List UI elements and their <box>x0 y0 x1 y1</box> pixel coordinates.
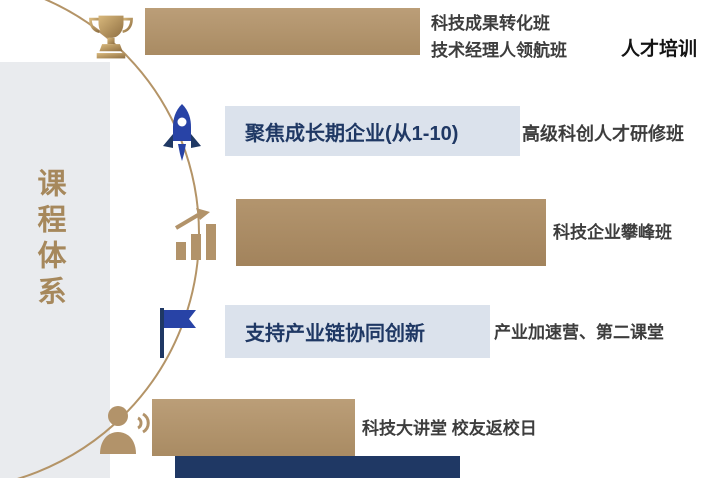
row1-bar <box>145 8 420 55</box>
row1-category-label: 人才培训 <box>621 39 698 60</box>
row2-bar: 聚焦成长期企业(从1-10) <box>225 106 520 156</box>
row5-bar <box>152 399 355 456</box>
row4-side-label: 产业加速营、第二课堂 <box>494 323 664 342</box>
bottom-navy-bar <box>175 456 460 478</box>
row4-bar-label: 支持产业链协同创新 <box>245 323 425 345</box>
row3-side-label: 科技企业攀峰班 <box>553 223 672 242</box>
vertical-title: 课程体系 <box>33 168 65 312</box>
flag-icon <box>152 306 202 360</box>
growth-chart-icon <box>174 208 220 262</box>
row5-side-label: 科技大讲堂 校友返校日 <box>362 419 537 438</box>
speaker-icon <box>96 402 150 460</box>
rocket-icon <box>158 102 206 162</box>
row4-bar: 支持产业链协同创新 <box>225 305 490 358</box>
trophy-icon <box>84 12 138 62</box>
row2-bar-label: 聚焦成长期企业(从1-10) <box>245 122 459 145</box>
row3-bar <box>236 199 546 266</box>
row1-label-2: 技术经理人领航班 <box>431 41 567 60</box>
row1-label-1: 科技成果转化班 <box>431 14 550 33</box>
row2-side-label: 高级科创人才研修班 <box>522 124 684 144</box>
